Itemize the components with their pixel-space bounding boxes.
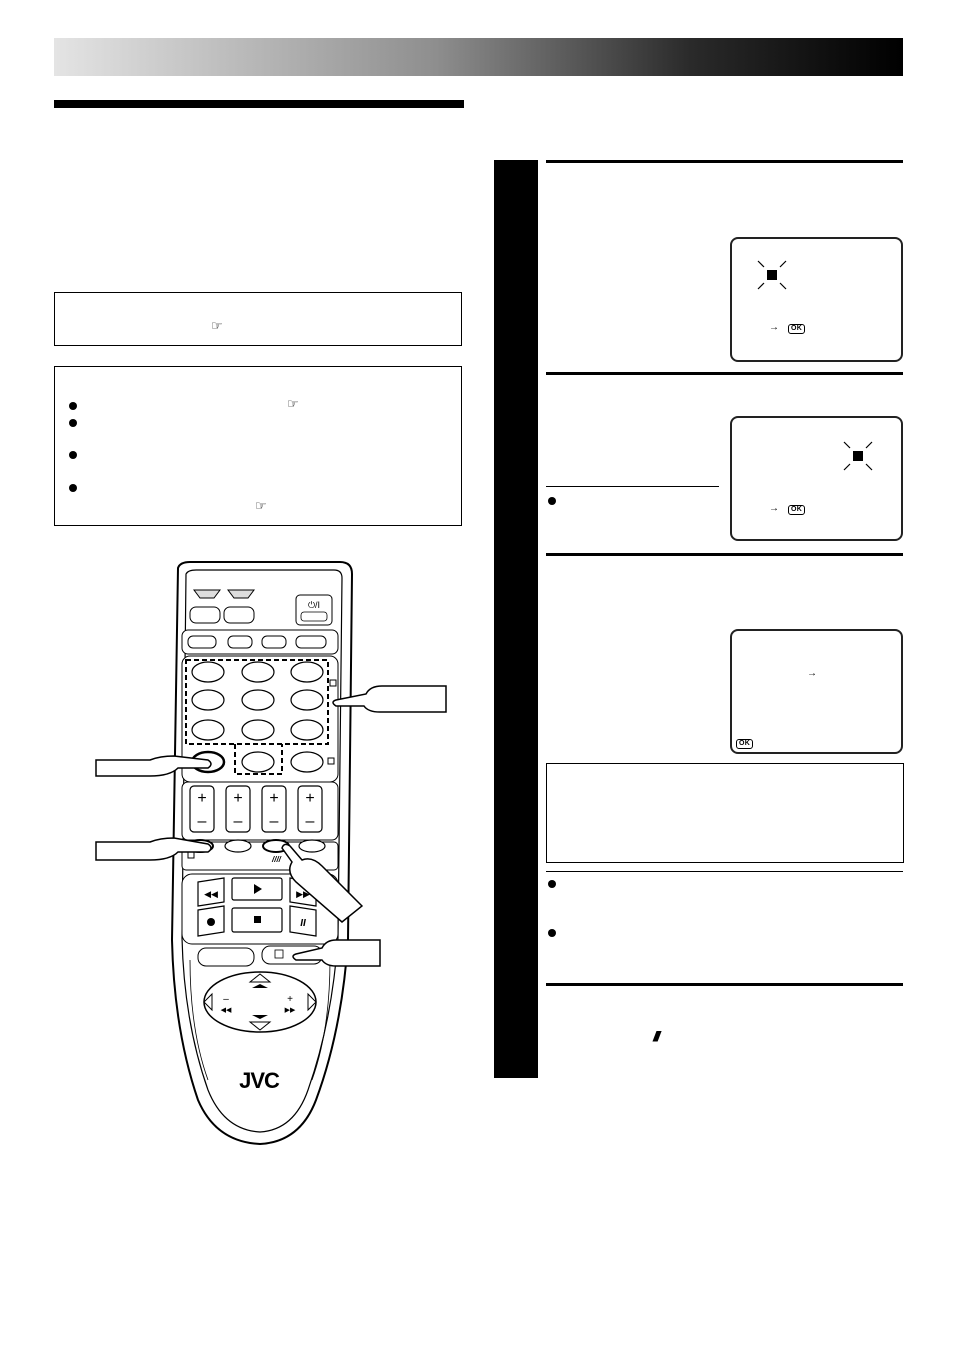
step-3-note-rule (546, 871, 903, 872)
step-3-screen: → OK (730, 629, 903, 754)
step-2-screen: → OK (730, 416, 903, 541)
display-button-mark: ///// (653, 1028, 661, 1044)
section-title-rule (54, 100, 464, 108)
page-header-bar (54, 38, 903, 76)
svg-text:+: + (197, 790, 206, 807)
bullet-icon (548, 880, 556, 888)
tip-box (546, 763, 904, 863)
bullet-icon (548, 497, 556, 505)
svg-text:–: – (223, 994, 229, 1005)
ok-icon: OK (788, 324, 806, 334)
svg-text:–: – (270, 813, 279, 830)
step-column-bar (494, 160, 538, 1078)
bullet-icon (69, 484, 77, 492)
arrow-icon: → (769, 503, 779, 514)
brand-logo: JVC (239, 1068, 280, 1093)
svg-text:+: + (287, 994, 293, 1005)
svg-text:▶▶: ▶▶ (296, 889, 310, 899)
pointing-hand-icon: ☞ (211, 318, 223, 333)
svg-text:◀◀: ◀◀ (204, 889, 218, 899)
svg-text:+: + (269, 790, 278, 807)
reference-note-box: ☞ (54, 292, 462, 346)
step-2-rule (546, 372, 903, 375)
svg-text:II: II (300, 918, 306, 929)
bullet-icon (69, 419, 77, 427)
ok-icon: OK (788, 505, 806, 515)
remote-control-illustration: ⏻/I + + + + – – – – //// (95, 561, 447, 1146)
step-1-rule (546, 160, 903, 163)
requirements-box: ☞ ☞ (54, 366, 462, 526)
step-4-rule (546, 983, 903, 986)
step-1-screen: → OK (730, 237, 903, 362)
step-3-rule (546, 553, 903, 556)
svg-text:▶▶: ▶▶ (285, 1007, 296, 1014)
svg-text:◀◀: ◀◀ (221, 1007, 232, 1014)
step-2-note-rule (546, 486, 719, 487)
svg-text:+: + (233, 790, 242, 807)
svg-text:+: + (305, 790, 314, 807)
power-button-label: ⏻/I (308, 600, 320, 610)
ok-icon: OK (736, 739, 754, 749)
bullet-icon (69, 451, 77, 459)
pointing-hand-icon: ☞ (255, 498, 267, 513)
svg-text:–: – (198, 813, 207, 830)
svg-text:–: – (306, 813, 315, 830)
display-icon: //// (271, 855, 282, 864)
arrow-icon: → (807, 668, 817, 679)
bullet-icon (69, 402, 77, 410)
arrow-icon: → (769, 322, 779, 333)
flashing-square-icon (843, 441, 873, 471)
flashing-square-icon (757, 260, 787, 290)
svg-text:–: – (234, 813, 243, 830)
bullet-icon (548, 929, 556, 937)
pointing-hand-icon: ☞ (287, 396, 299, 411)
